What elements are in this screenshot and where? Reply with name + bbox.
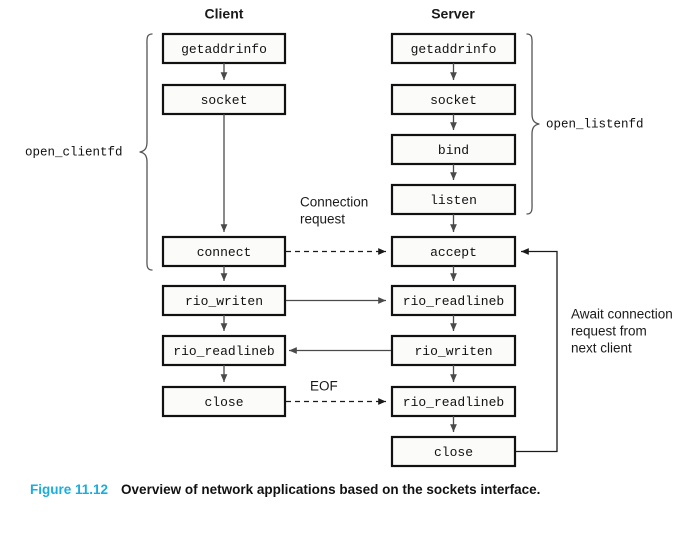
box-shape [161, 385, 287, 418]
node-server-listen[interactable]: listen [390, 183, 517, 216]
label-eof: EOF [310, 379, 338, 394]
node-client-connect[interactable]: connect [161, 235, 287, 268]
box-label: rio_writen [414, 344, 492, 359]
box-label: close [434, 445, 473, 460]
node-client-getaddrinfo[interactable]: getaddrinfo [161, 32, 287, 65]
node-client-socket[interactable]: socket [161, 83, 287, 116]
box-shape [390, 183, 517, 216]
label-open-clientfd: open_clientfd [25, 145, 123, 159]
box-label: socket [430, 93, 477, 108]
box-label: rio_readlineb [173, 344, 274, 359]
node-server-getaddrinfo[interactable]: getaddrinfo [390, 32, 517, 65]
client-column-header: Client [205, 6, 244, 22]
box-label: rio_writen [185, 294, 263, 309]
box-label: listen [430, 193, 477, 208]
box-label: socket [201, 93, 248, 108]
edge-loop-close-to-accept [516, 248, 558, 453]
node-server-accept[interactable]: accept [390, 235, 517, 268]
box-label: close [204, 395, 243, 410]
node-server-rio-readlineb-2[interactable]: rio_readlineb [390, 385, 517, 418]
node-server-bind[interactable]: bind [390, 133, 517, 166]
box-label: getaddrinfo [411, 42, 497, 57]
box-label: bind [438, 143, 469, 158]
node-server-rio-writen[interactable]: rio_writen [390, 334, 517, 367]
figure-caption: Figure 11.12 Overview of network applicat… [0, 470, 700, 535]
box-shape [161, 334, 287, 367]
box-shape [390, 133, 517, 166]
brace-open-clientfd [139, 33, 153, 271]
brace-open-listenfd [526, 33, 540, 215]
caption-text: Overview of network applications based o… [121, 482, 541, 497]
node-server-rio-readlineb-1[interactable]: rio_readlineb [390, 284, 517, 317]
box-shape [390, 385, 517, 418]
server-column-header: Server [431, 6, 475, 22]
node-client-rio-readlineb[interactable]: rio_readlineb [161, 334, 287, 367]
node-server-close[interactable]: close [390, 435, 517, 468]
node-server-socket[interactable]: socket [390, 83, 517, 116]
label-connection-request-line1: Connection [300, 195, 368, 210]
label-connection-request-line2: request [300, 212, 345, 227]
sockets-flow-diagram: Client Server getaddrinfo socket connect… [25, 6, 673, 468]
box-label: accept [430, 245, 477, 260]
label-await-line2: request from [571, 324, 647, 339]
node-client-rio-writen[interactable]: rio_writen [161, 284, 287, 317]
cross-edges [286, 248, 391, 405]
box-shape [390, 284, 517, 317]
caption-number: Figure 11.12 [30, 482, 109, 497]
label-open-listenfd: open_listenfd [546, 117, 644, 131]
box-label: rio_readlineb [403, 294, 504, 309]
box-shape [161, 284, 287, 317]
label-await-line3: next client [571, 341, 632, 356]
node-client-close[interactable]: close [161, 385, 287, 418]
box-shape [161, 235, 287, 268]
server-column: getaddrinfo socket bind listen accept ri… [390, 32, 517, 468]
box-label: rio_readlineb [403, 395, 504, 410]
label-await-line1: Await connection [571, 307, 673, 322]
client-column: getaddrinfo socket connect rio_writen ri… [161, 32, 287, 418]
box-label: getaddrinfo [181, 42, 267, 57]
box-shape [390, 435, 517, 468]
caption-inner: Figure 11.12 Overview of network applicat… [30, 482, 540, 497]
box-shape [390, 32, 517, 65]
box-label: connect [197, 245, 252, 260]
